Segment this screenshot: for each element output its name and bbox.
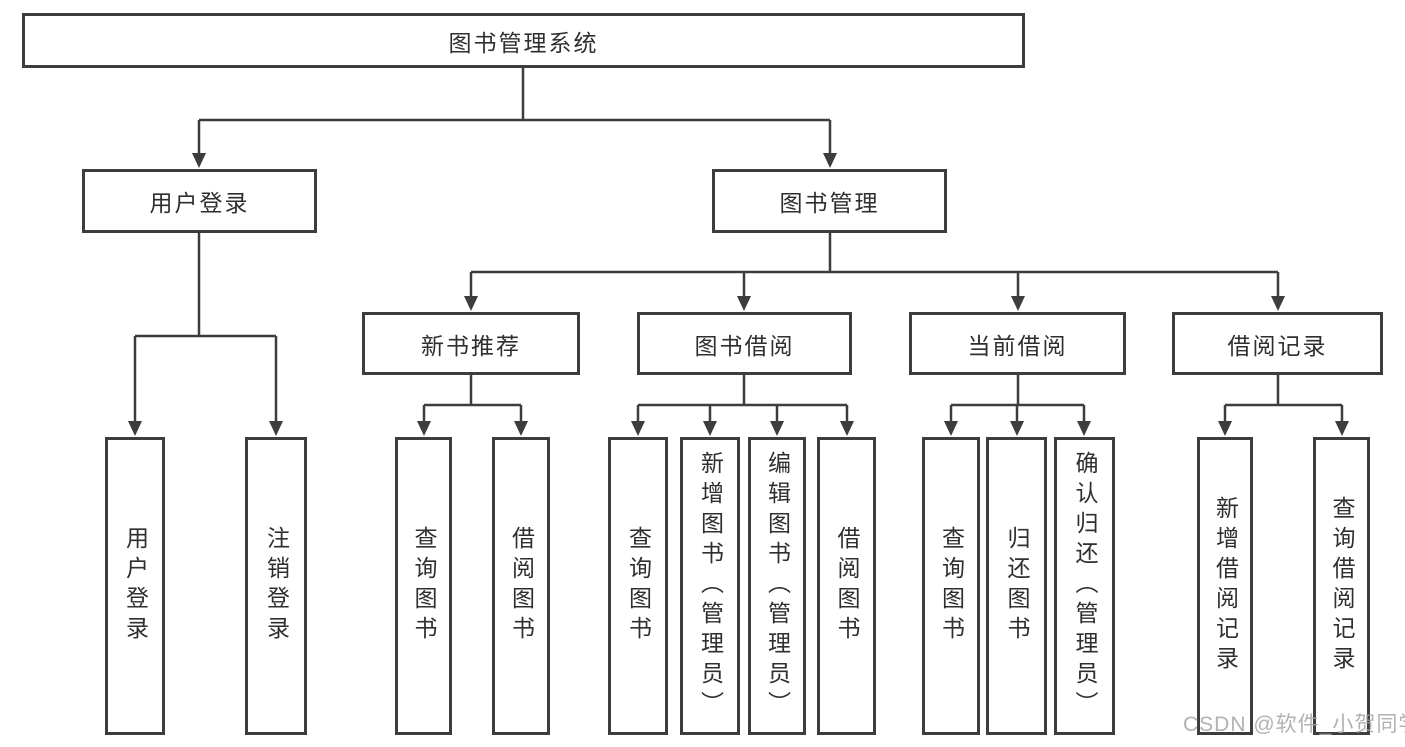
node-new-book-rec: 新书推荐 xyxy=(362,312,580,375)
leaf-borrow-book-borrow: 借阅图书 xyxy=(817,437,876,735)
leaf-query-book-current: 查询图书 xyxy=(922,437,980,735)
node-borrow-records: 借阅记录 xyxy=(1172,312,1383,375)
leaf-edit-book-admin: 编辑图书（管理员） xyxy=(748,437,806,735)
node-book-mgmt: 图书管理 xyxy=(712,169,947,233)
leaf-borrow-book-rec: 借阅图书 xyxy=(492,437,550,735)
leaf-query-borrow-record: 查询借阅记录 xyxy=(1313,437,1370,735)
watermark: CSDN @软件_小贺同学 xyxy=(1183,713,1405,736)
node-book-borrow: 图书借阅 xyxy=(637,312,852,375)
leaf-query-book-rec: 查询图书 xyxy=(395,437,452,735)
leaf-query-book-borrow: 查询图书 xyxy=(608,437,668,735)
node-root: 图书管理系统 xyxy=(22,13,1025,68)
leaf-add-borrow-record: 新增借阅记录 xyxy=(1197,437,1253,735)
node-user-login: 用户登录 xyxy=(82,169,317,233)
node-current-borrow: 当前借阅 xyxy=(909,312,1126,375)
leaf-logout-login: 注销登录 xyxy=(245,437,307,735)
leaf-user-login: 用户登录 xyxy=(105,437,165,735)
leaf-add-book-admin: 新增图书（管理员） xyxy=(680,437,740,735)
leaf-return-book: 归还图书 xyxy=(986,437,1047,735)
leaf-confirm-return-admin: 确认归还（管理员） xyxy=(1054,437,1115,735)
